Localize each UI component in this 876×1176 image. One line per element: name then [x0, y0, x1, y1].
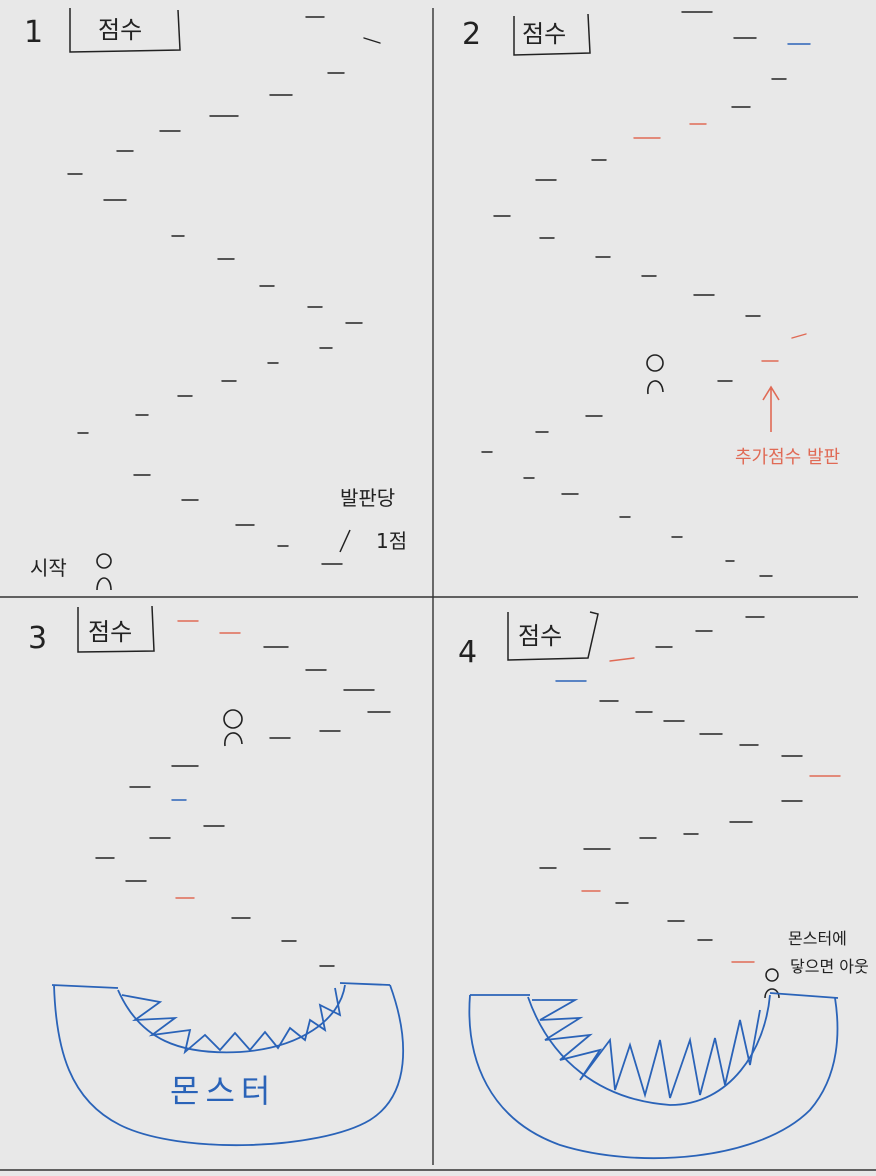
panel-1-platforms [67, 16, 381, 565]
panel-3-platforms [95, 620, 391, 967]
monster-catch-line1: 몬스터에 [788, 929, 847, 948]
panel-4-player [764, 968, 780, 999]
panel-3-score-label: 점수 [88, 618, 132, 646]
panel-2-number: 2 [462, 17, 481, 52]
one-point-label: 1점 [376, 529, 407, 553]
panel-3-player [223, 709, 243, 747]
panel-4-monster [468, 992, 839, 1160]
panel-3: 3 점수 몬스터 [28, 605, 404, 1147]
pointer-stroke [339, 529, 351, 553]
panel-4-score-box: 점수 [507, 611, 599, 661]
monster-body [468, 992, 839, 1160]
panel-4-score-label: 점수 [518, 622, 562, 650]
start-label: 시작 [30, 556, 67, 580]
panel-2-score-label: 점수 [522, 20, 566, 48]
monster-teeth [532, 999, 761, 1099]
panel-3-number: 3 [28, 621, 47, 656]
panel-1-player [96, 553, 112, 591]
panel-3-monster: 몬스터 [51, 982, 404, 1147]
panel-2: 2 점수 추가점수 발판 [462, 11, 840, 577]
panel-2-player [646, 354, 664, 395]
bonus-platform [609, 657, 635, 662]
panel-1: 1 점수 시작 발판당 1점 [24, 8, 407, 591]
monster-body [51, 982, 404, 1147]
per-platform-label: 발판당 [340, 486, 395, 510]
panel-4-number: 4 [458, 635, 477, 670]
monster-jaw [527, 994, 771, 1106]
panel-2-score-box: 점수 [513, 13, 591, 56]
monster-jaw [117, 984, 346, 1054]
panel-3-score-box: 점수 [77, 605, 155, 653]
panel-1-score-label: 점수 [98, 16, 142, 44]
platform [363, 37, 381, 44]
monster-catch-line2: 닿으면 아웃 [790, 957, 869, 976]
panel-1-score-box: 점수 [69, 8, 181, 53]
bonus-arrow [762, 385, 780, 432]
panel-4: 4 점수 몬스터에 닿으면 아웃 [458, 611, 869, 1160]
monster-teeth [121, 987, 342, 1055]
panel-dividers [0, 8, 876, 1171]
panel-2-platforms [481, 11, 811, 577]
panel-4-platforms [539, 616, 841, 963]
bonus-platform-label: 추가점수 발판 [735, 447, 840, 468]
monster-label: 몬스터 [170, 1072, 276, 1110]
bonus-platform [791, 333, 807, 339]
panel-1-number: 1 [24, 15, 43, 50]
